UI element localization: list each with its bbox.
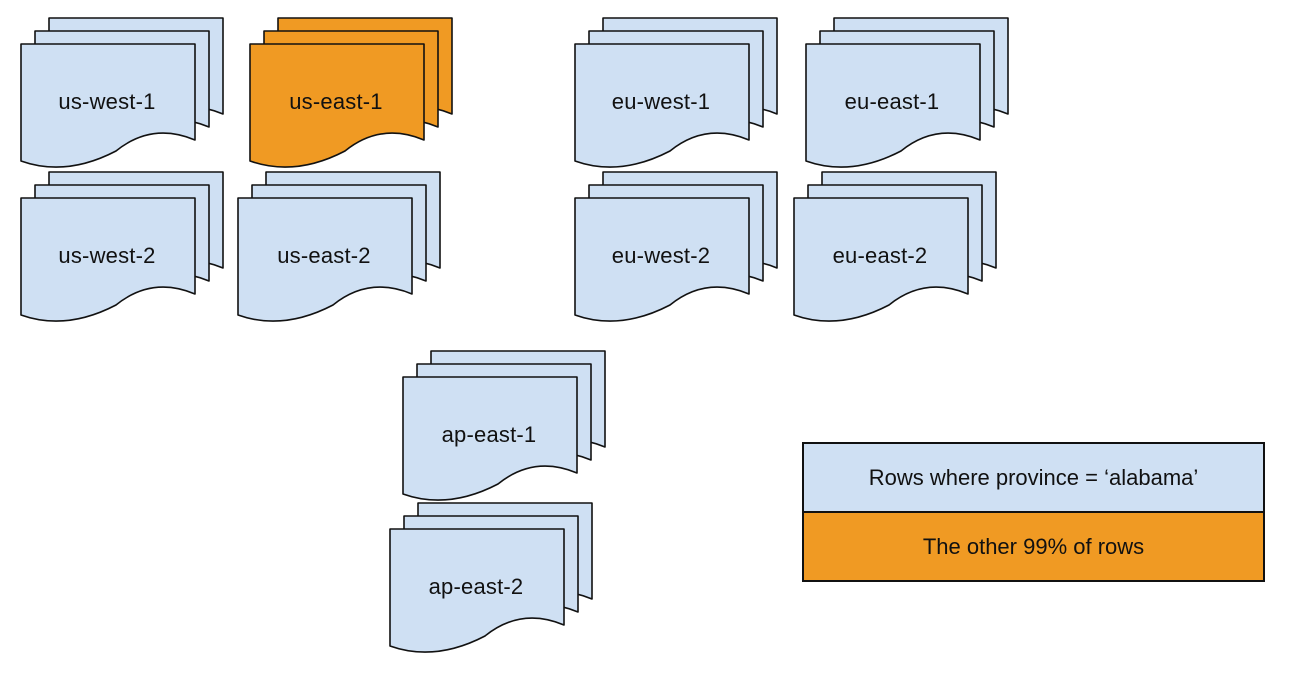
doc-stack-us-west-2: us-west-2	[20, 171, 224, 333]
document-shape-front	[574, 197, 750, 322]
doc-stack-eu-east-2: eu-east-2	[793, 171, 997, 333]
doc-stack-us-east-2: us-east-2	[237, 171, 441, 333]
document-shape-front	[249, 43, 425, 168]
document-shape-front	[20, 43, 196, 168]
doc-stack-us-east-1: us-east-1	[249, 17, 453, 179]
legend-row-alabama: Rows where province = ‘alabama’	[804, 444, 1263, 513]
legend: Rows where province = ‘alabama’ The othe…	[802, 442, 1265, 582]
document-shape-front	[20, 197, 196, 322]
doc-stack-eu-west-1: eu-west-1	[574, 17, 778, 179]
document-shape-front	[389, 528, 565, 653]
document-shape-front	[793, 197, 969, 322]
document-shape-front	[402, 376, 578, 501]
legend-row-other-rows: The other 99% of rows	[804, 513, 1263, 580]
doc-stack-ap-east-2: ap-east-2	[389, 502, 593, 664]
doc-stack-us-west-1: us-west-1	[20, 17, 224, 179]
doc-stack-eu-west-2: eu-west-2	[574, 171, 778, 333]
doc-stack-eu-east-1: eu-east-1	[805, 17, 1009, 179]
doc-stack-ap-east-1: ap-east-1	[402, 350, 606, 512]
document-shape-front	[574, 43, 750, 168]
document-shape-front	[805, 43, 981, 168]
document-shape-front	[237, 197, 413, 322]
